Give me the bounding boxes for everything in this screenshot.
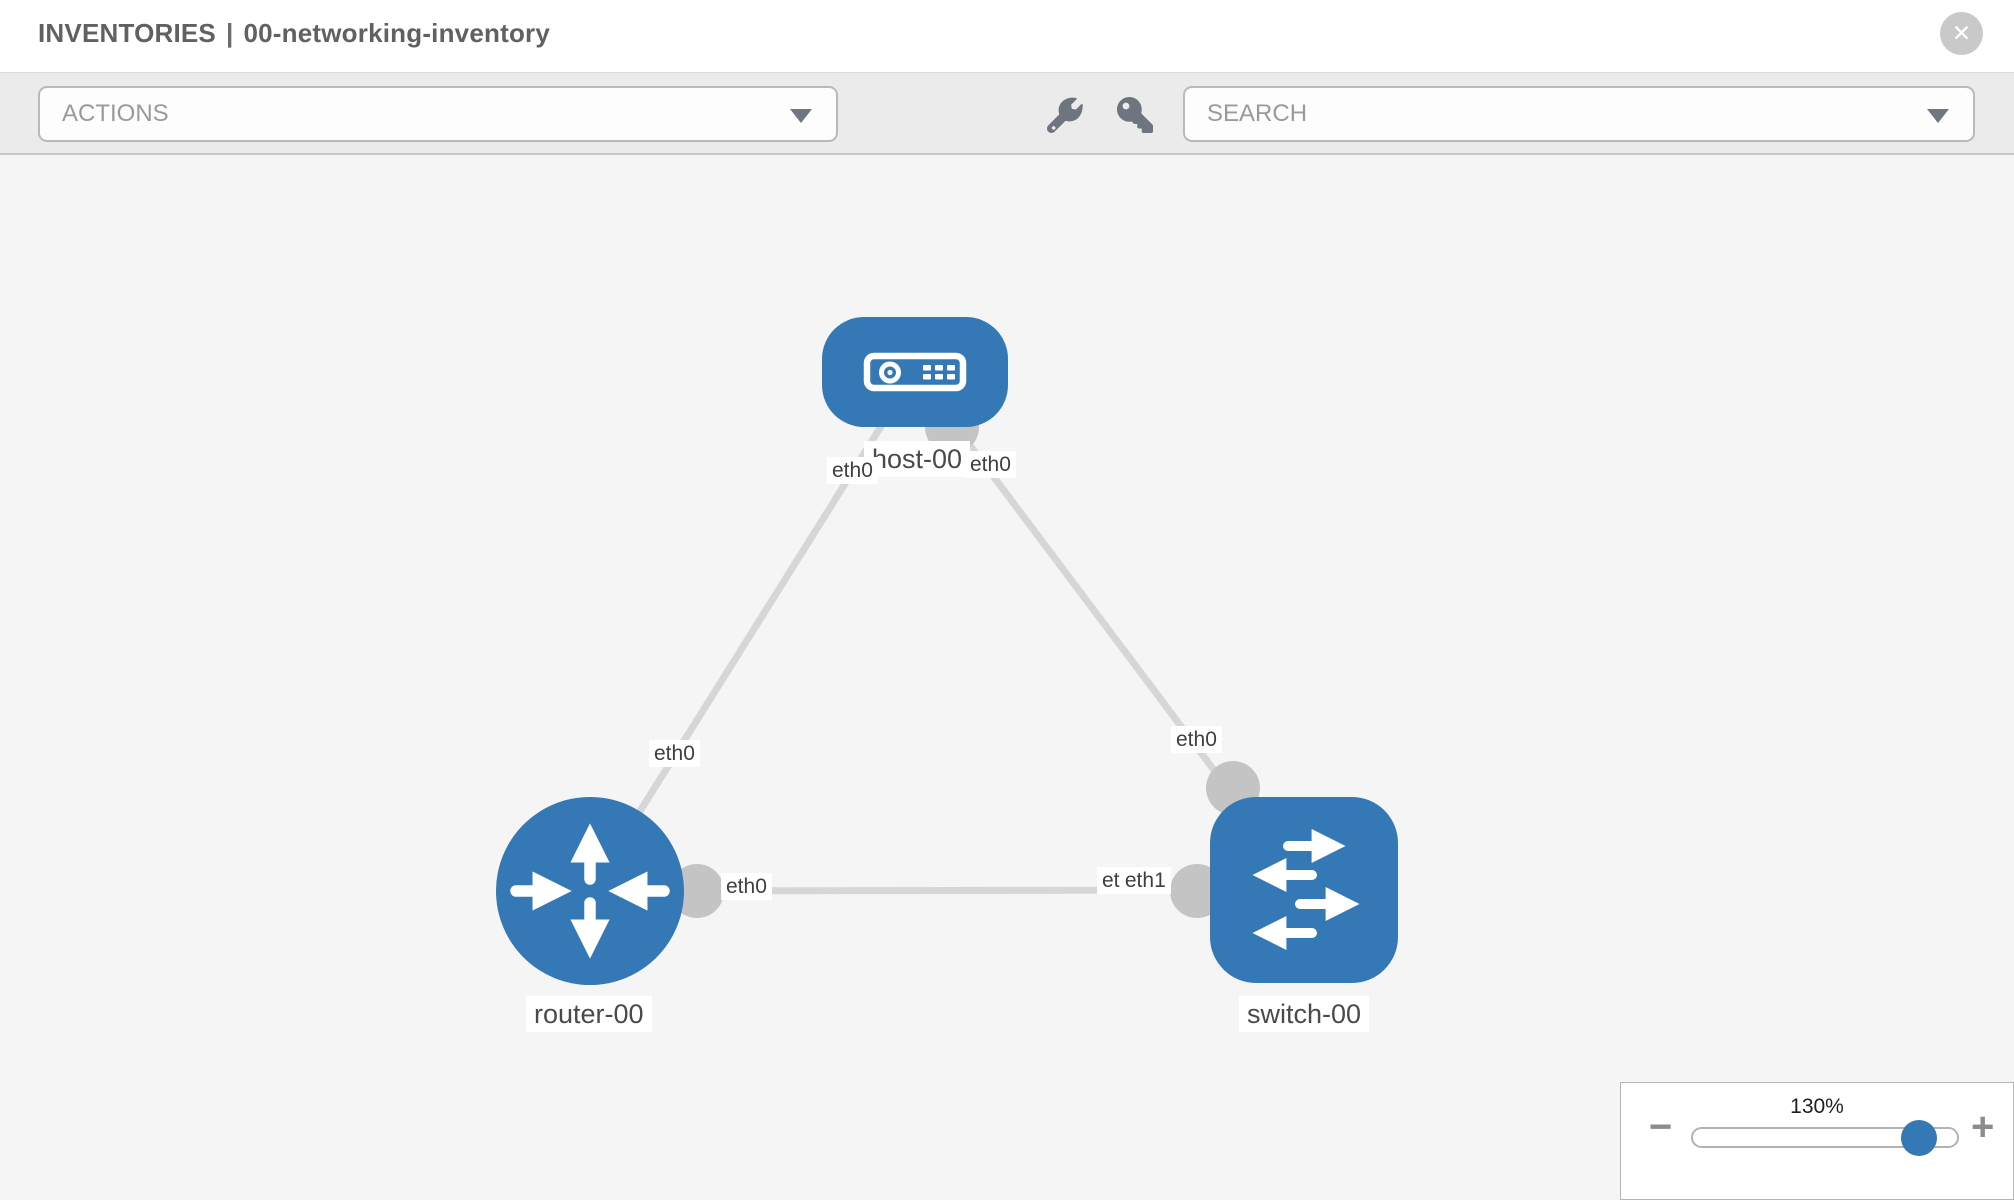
node-label-router-00: router-00 (526, 996, 652, 1033)
node-router-00[interactable] (496, 797, 684, 985)
node-switch-00[interactable] (1210, 797, 1398, 983)
host-icon (863, 352, 967, 392)
inventory-name: 00-networking-inventory (243, 18, 551, 48)
search-input[interactable]: SEARCH (1183, 86, 1975, 142)
topology-canvas[interactable]: host-00 eth0 eth0 eth0 eth0 eth0 eth0 et… (0, 155, 2014, 1200)
switch-icon (1252, 828, 1360, 951)
page-title: INVENTORIES | 00-networking-inventory (38, 18, 550, 49)
node-label-switch-00: switch-00 (1239, 996, 1370, 1033)
chevron-down-icon (1927, 109, 1949, 123)
wrench-icon[interactable] (1046, 97, 1084, 133)
search-placeholder: SEARCH (1207, 100, 1308, 127)
toolbar: ACTIONS SEARCH (0, 72, 2014, 155)
close-glyph: ✕ (1951, 20, 1972, 46)
zoom-panel: 130% − + (1620, 1082, 2014, 1200)
topology-graph (496, 317, 1398, 985)
interface-label-router-top: eth0 (649, 740, 700, 768)
node-label-host-00: host-00 (864, 441, 971, 478)
interface-label-host-right: eth0 (965, 451, 1016, 479)
interface-label-host-left: eth0 (827, 457, 878, 485)
key-icon[interactable] (1116, 97, 1154, 133)
zoom-level: 130% (1790, 1095, 1844, 1118)
actions-dropdown-label: ACTIONS (62, 100, 169, 127)
interface-label-switch-top: eth0 (1171, 726, 1222, 754)
zoom-slider-handle[interactable] (1901, 1120, 1937, 1156)
zoom-slider[interactable] (1691, 1120, 1959, 1156)
interface-label-router-right: eth0 (721, 873, 772, 901)
zoom-in-button[interactable]: + (1971, 1105, 1995, 1149)
header: INVENTORIES | 00-networking-inventory ✕ (0, 0, 2014, 72)
zoom-out-button[interactable]: − (1649, 1105, 1673, 1149)
actions-dropdown[interactable]: ACTIONS (38, 86, 838, 142)
breadcrumb-separator: | (225, 18, 234, 48)
close-icon[interactable]: ✕ (1940, 12, 1983, 55)
node-host-00[interactable] (822, 317, 1008, 427)
chevron-down-icon (790, 109, 812, 123)
interface-bubble-router (670, 864, 724, 918)
interface-label-switch-left-group: eth0 eth1 (1097, 867, 1171, 895)
breadcrumb-section: INVENTORIES (38, 18, 216, 48)
router-icon (510, 823, 670, 959)
interface-label-switch-left: eth1 (1119, 867, 1171, 895)
